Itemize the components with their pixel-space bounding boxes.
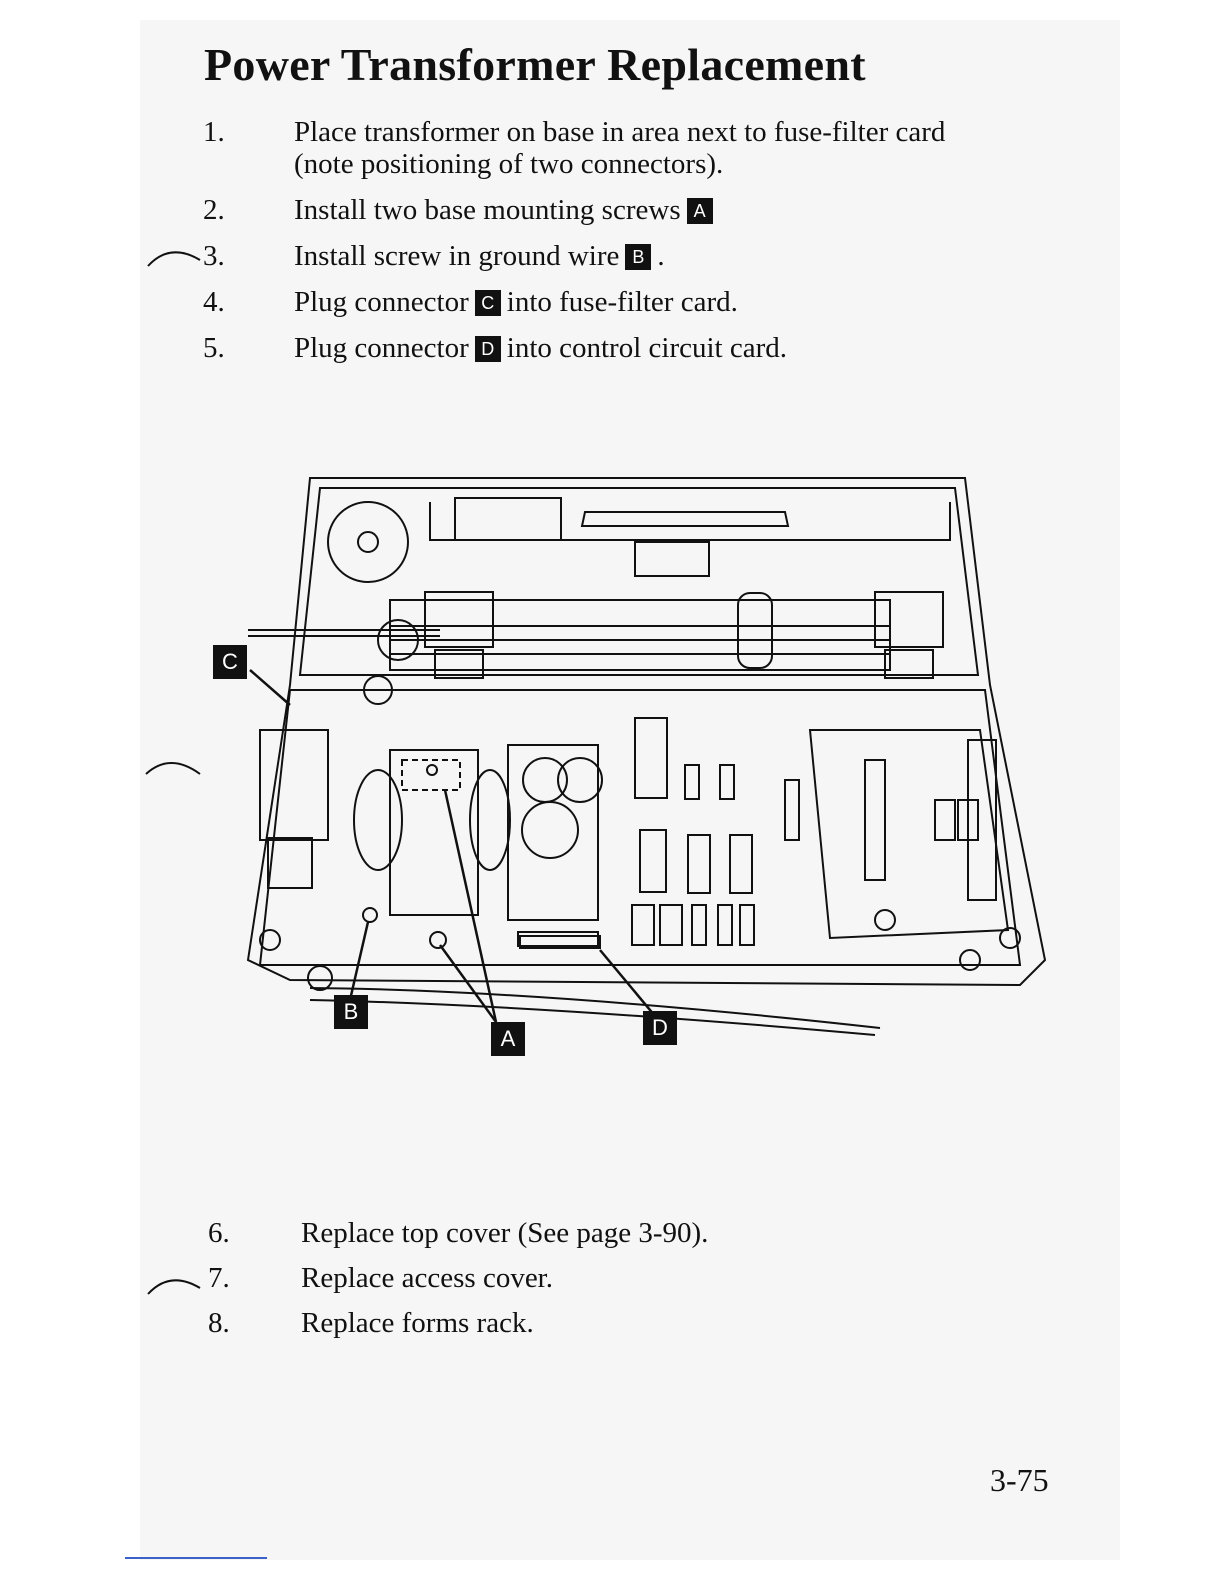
step-text: Plug connector bbox=[294, 332, 469, 364]
step-text-after: into fuse-filter card. bbox=[506, 286, 738, 318]
step-text: Place transformer on base in area next t… bbox=[294, 116, 946, 148]
step-text: Plug connector bbox=[294, 286, 469, 318]
callout-badge-b: B bbox=[625, 244, 652, 270]
callout-badge-c: C bbox=[474, 290, 501, 316]
callout-leaders bbox=[249, 669, 661, 1023]
printer-internals-illustration bbox=[246, 477, 1047, 1036]
step-number: 7. bbox=[208, 1262, 230, 1294]
step-text: Replace forms rack. bbox=[301, 1307, 534, 1339]
figure-callout-a: A bbox=[491, 1022, 525, 1056]
step-number: 2. bbox=[203, 194, 225, 226]
step-text: Install two base mounting screws bbox=[294, 194, 681, 226]
page-title: Power Transformer Replacement bbox=[204, 39, 866, 90]
step-number: 3. bbox=[203, 240, 225, 272]
callout-badge-a: A bbox=[686, 198, 713, 224]
step-number: 1. bbox=[203, 116, 225, 148]
step-number: 4. bbox=[203, 286, 225, 318]
figure-callout-d: D bbox=[643, 1011, 677, 1045]
printer-drawing bbox=[246, 477, 1047, 1036]
step-number: 6. bbox=[208, 1217, 230, 1249]
revision-mark-icon bbox=[145, 762, 201, 775]
page-number: 3-75 bbox=[990, 1462, 1049, 1498]
figure-callout-c: C bbox=[213, 645, 247, 679]
revision-mark-icon bbox=[147, 1279, 201, 1295]
callout-badge-d: D bbox=[474, 336, 501, 362]
revision-mark-icon bbox=[147, 251, 201, 267]
step-text: Replace top cover (See page 3-90). bbox=[301, 1217, 709, 1249]
step-number: 5. bbox=[203, 332, 225, 364]
figure-callout-b: B bbox=[334, 995, 368, 1029]
page-background bbox=[140, 20, 1120, 1560]
step-text: Install screw in ground wire bbox=[294, 240, 620, 272]
footer-rule bbox=[125, 1557, 267, 1559]
step-text-after: into control circuit card. bbox=[506, 332, 787, 364]
step-text-continued: (note positioning of two connectors). bbox=[294, 148, 724, 180]
step-text-after: . bbox=[657, 240, 665, 272]
step-number: 8. bbox=[208, 1307, 230, 1339]
step-text: Replace access cover. bbox=[301, 1262, 553, 1294]
